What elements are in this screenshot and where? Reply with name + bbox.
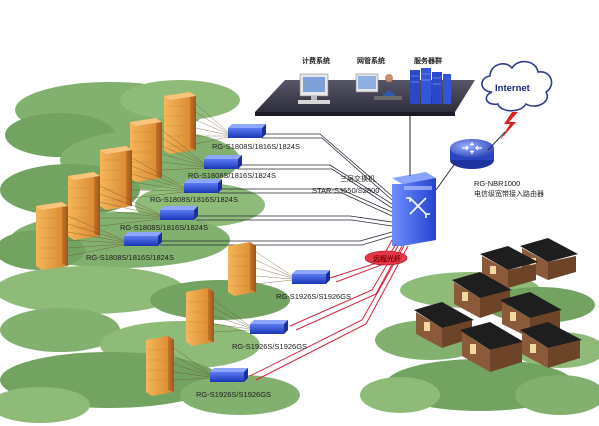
access-switch-3 [184,179,222,193]
residential-houses [414,238,582,372]
access-switch-label-1: RG-S1808S/1816S/1824S [212,142,300,151]
network-mgmt-label: 网管系统 [357,57,385,65]
backbone-links [409,116,506,191]
billing-pc-icon [298,73,330,104]
router-icon [450,139,494,169]
access-switch-1 [228,124,266,138]
access-switch-label-3: RG-S1808S/1816S/1824S [150,195,238,204]
remote-switch-3 [210,368,248,382]
server-group-label: 服务器群 [414,57,442,65]
access-switch-4 [160,206,198,220]
access-switch-label-5: RG-S1808S/1816S/1824S [86,253,174,262]
router-desc-label: 电信级宽带接入路由器 [474,190,544,198]
access-switch-label-2: RG-S1808S/1816S/1824S [188,171,276,180]
operator-icon [355,73,402,100]
internet-cloud-icon [481,60,553,112]
access-uplinks [160,133,393,246]
remote-switch-label-2: RG-S1926S/S1926GS [232,342,308,351]
building-windows [38,105,248,381]
internet-label: Internet [495,83,530,94]
remote-switch-2 [250,320,288,334]
access-switch-label-4: RG-S1808S/1816S/1824S [120,223,208,232]
access-switch-2 [204,155,242,169]
core-switch-icon [392,172,436,246]
fiber-label: 远程光纤 [373,255,401,263]
fiber-badge [364,250,408,266]
building-drop-cables [67,103,293,381]
access-switch-icons [124,124,330,382]
billing-system-label: 计费系统 [302,57,330,65]
remote-switch-label-3: RG-S1926S/S1926GS [196,390,272,399]
office-buildings [36,92,256,396]
server-rack-icon [410,68,451,104]
core-switch-name-label: 三层交换机 [340,175,375,183]
router-model-label: RG-NBR1000 [474,179,521,188]
access-switch-5 [124,232,162,246]
wan-link-lightning-icon [500,112,518,140]
core-switch-model-label: STAR-S3550/S2800 [312,186,380,195]
remote-switch-1 [292,270,330,284]
remote-switch-label-1: RG-S1926S/S1926GS [276,292,352,301]
